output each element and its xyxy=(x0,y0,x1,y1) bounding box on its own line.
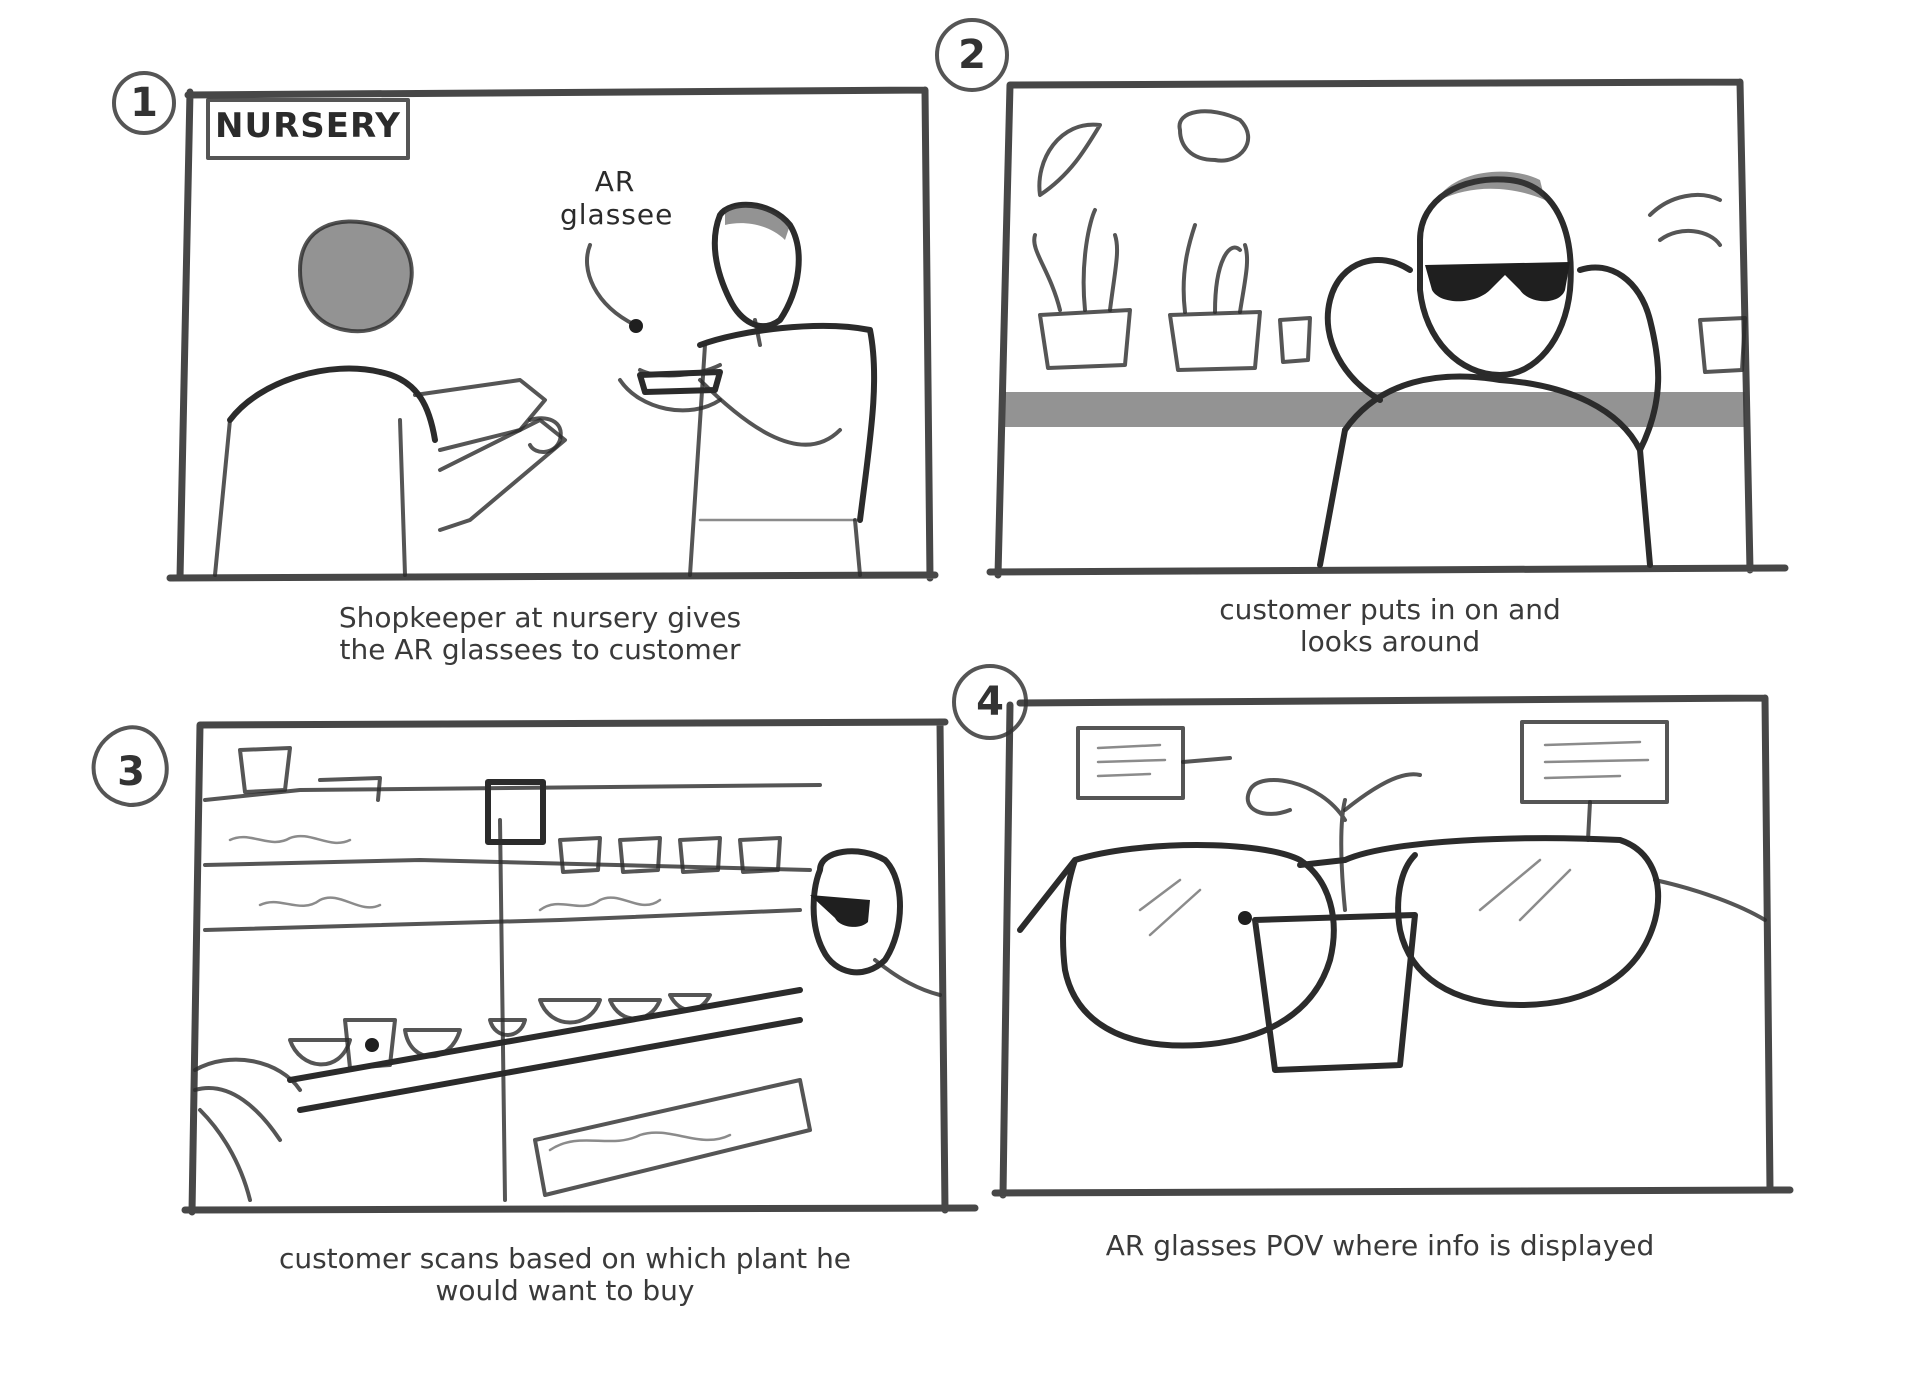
panel-2-number-circle xyxy=(935,18,1009,92)
panel-3-number-circle xyxy=(91,725,169,807)
caption-line: AR glasses POV where info is displayed xyxy=(1105,1229,1655,1262)
plant-in-view xyxy=(1245,772,1422,1073)
shelf-plants xyxy=(1032,109,1747,374)
caption-line: looks around xyxy=(1299,625,1481,658)
panel-4-frame xyxy=(991,694,1794,1199)
panel-4 xyxy=(952,664,1794,1199)
nursery-sign xyxy=(206,98,410,160)
panel-1-number-circle xyxy=(112,71,176,135)
panel-2-number: 2 xyxy=(958,32,986,78)
caption-line: would want to buy xyxy=(435,1274,695,1307)
caption-line: Shopkeeper at nursery gives xyxy=(338,601,742,634)
panel-3-number: 3 xyxy=(117,749,145,795)
panel-4-caption: AR glasses POV where info is displayed xyxy=(1080,1230,1680,1262)
caption-line: customer puts in on and xyxy=(1219,593,1561,626)
customer-figure xyxy=(618,201,878,577)
ar-info-panel-left xyxy=(1076,726,1232,800)
annotation-arrow xyxy=(585,243,637,327)
caption-line: the AR glassees to customer xyxy=(339,633,741,666)
panel-3-frame xyxy=(181,718,979,1216)
nursery-sign-text: NURSERY xyxy=(215,106,401,146)
customer-scanning xyxy=(810,848,942,997)
shopkeeper-figure xyxy=(213,219,567,577)
panel-3 xyxy=(91,718,979,1216)
customer-wearing-glasses xyxy=(1317,171,1662,568)
annotation-line-2: glassee xyxy=(560,198,674,231)
panel-1-frame xyxy=(166,86,939,582)
panel-2 xyxy=(935,18,1789,579)
ar-glasses-annotation: AR glassee xyxy=(560,165,674,231)
panel-1 xyxy=(112,71,939,582)
annotation-line-1: AR xyxy=(594,165,636,198)
ar-glasses-frame xyxy=(1017,835,1767,1049)
lens-glare xyxy=(1138,858,1572,937)
panel-1-number: 1 xyxy=(130,80,158,126)
panel-3-caption: customer scans based on which plant he w… xyxy=(230,1243,900,1307)
panel-2-caption: customer puts in on and looks around xyxy=(1130,594,1650,658)
plant-shelves xyxy=(203,779,822,1202)
panel-1-caption: Shopkeeper at nursery gives the AR glass… xyxy=(280,602,800,666)
hanging-pots xyxy=(238,746,782,1070)
caption-line: customer scans based on which plant he xyxy=(278,1242,852,1275)
panel-4-number: 4 xyxy=(976,679,1004,725)
ar-info-panel-right xyxy=(1520,720,1669,842)
foreground-leaves xyxy=(193,1057,302,1202)
ar-glasses-handed xyxy=(637,369,723,395)
panel-2-frame xyxy=(986,78,1789,579)
